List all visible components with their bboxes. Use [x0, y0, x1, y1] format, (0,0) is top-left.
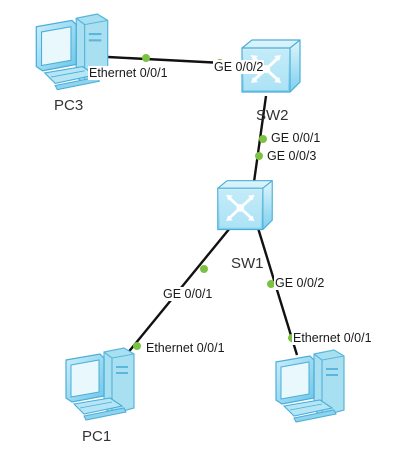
- device-label-pc1: PC1: [82, 428, 112, 445]
- device-label-sw1: SW1: [231, 255, 264, 272]
- port-label-pc2-eth: Ethernet 0/0/1: [292, 331, 373, 345]
- device-label-pc3: PC3: [54, 97, 84, 114]
- port-label-sw1-ge003: GE 0/0/3: [266, 149, 318, 163]
- link-sw1-pc2: [256, 227, 299, 356]
- switch-sw1-icon[interactable]: [216, 179, 274, 231]
- port-label-sw2-ge001: GE 0/0/1: [270, 131, 322, 145]
- port-dot-pc1-eth: [133, 342, 141, 350]
- port-dot-sw1-ge001: [200, 265, 208, 273]
- device-label-sw2: SW2: [256, 107, 289, 124]
- port-dot-sw2-ge001: [259, 135, 267, 143]
- pc2-icon[interactable]: [275, 349, 345, 423]
- port-label-sw1-ge001: GE 0/0/1: [162, 287, 214, 301]
- port-dot-sw1-ge002: [267, 280, 275, 288]
- port-dot-pc3-eth: [142, 54, 150, 62]
- port-label-sw2-ge002: GE 0/0/2: [213, 60, 265, 74]
- pc1-icon[interactable]: [65, 347, 135, 421]
- port-dot-sw1-ge003: [255, 152, 263, 160]
- port-label-pc3-eth: Ethernet 0/0/1: [88, 66, 169, 80]
- port-label-pc1-eth: Ethernet 0/0/1: [145, 341, 226, 355]
- port-label-sw1-ge002: GE 0/0/2: [274, 276, 326, 290]
